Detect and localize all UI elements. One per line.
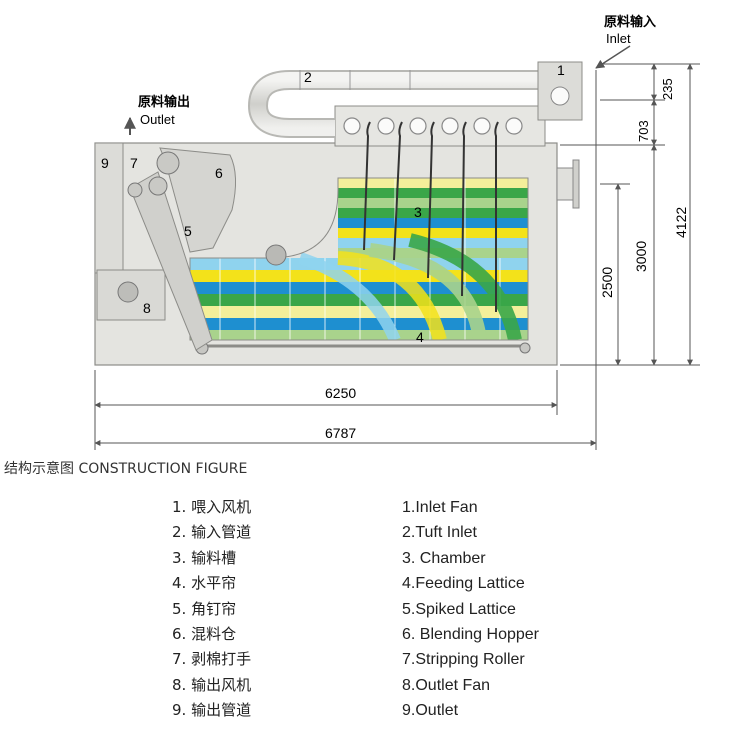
dim-4122: 4122: [673, 207, 689, 238]
legend-en-item: 7.Stripping Roller: [402, 651, 525, 669]
side-flange: [556, 167, 574, 201]
label-2: 2: [304, 69, 312, 85]
chamber-blocks: [190, 178, 528, 340]
lattice-roller-right: [519, 342, 531, 354]
legend-english: 1.Inlet Fan 2.Tuft Inlet 3. Chamber 4.Fe…: [402, 495, 539, 724]
legend-en-item: 2.Tuft Inlet: [402, 524, 477, 542]
label-5: 5: [184, 223, 192, 239]
legend-cn-item: 7. 剥棉打手: [172, 650, 252, 669]
inlet-label-en: Inlet: [606, 31, 631, 46]
label-8: 8: [143, 300, 151, 316]
outlet-label-en: Outlet: [140, 112, 175, 127]
label-3: 3: [414, 204, 422, 220]
legend-en-item: 8.Outlet Fan: [402, 676, 491, 694]
legend-en-item: 3. Chamber: [402, 549, 486, 567]
dim-703: 703: [636, 120, 651, 142]
legend-en-item: 5.Spiked Lattice: [402, 600, 516, 618]
label-7: 7: [130, 155, 138, 171]
dim-6250: 6250: [325, 385, 356, 401]
legend-en-item: 9.Outlet: [402, 702, 459, 720]
legend-cn-item: 4. 水平帘: [172, 574, 237, 593]
legend-cn-item: 6. 混料仓: [172, 624, 237, 643]
legend-cn-item: 8. 输出风机: [172, 675, 252, 694]
inlet-fan-icon: [550, 86, 570, 106]
dim-235: 235: [660, 78, 675, 100]
label-4: 4: [416, 329, 424, 345]
figure-caption: 结构示意图 CONSTRUCTION FIGURE: [4, 461, 248, 477]
hanging-plates: [363, 121, 499, 312]
outlet-label-cn: 原料输出: [138, 94, 190, 109]
legend-cn-item: 1. 喂入风机: [172, 498, 252, 516]
legend-en-item: 6. Blending Hopper: [402, 625, 539, 643]
stripping-roller-small: [127, 182, 143, 198]
stripping-roller: [148, 176, 168, 196]
legend-cn-item: 9. 输出管道: [172, 701, 252, 720]
construction-diagram: 6250 6787 235 703 4122 3000 2500 原料输入 In…: [94, 14, 700, 450]
legend-en-item: 1.Inlet Fan: [402, 499, 478, 516]
dim-3000: 3000: [633, 241, 649, 272]
label-9: 9: [101, 155, 109, 171]
outlet-duct: [94, 142, 124, 274]
blending-hopper: [159, 147, 236, 253]
chamber-roller: [265, 244, 287, 266]
legend-cn-item: 3. 输料槽: [172, 548, 237, 567]
legend-chinese: 1. 喂入风机 2. 输入管道 3. 输料槽 4. 水平帘 5. 角钉帘 6. …: [172, 495, 251, 724]
legend-en-item: 4.Feeding Lattice: [402, 575, 525, 593]
spiked-roller-top: [156, 151, 180, 175]
legend-cn-item: 5. 角钉帘: [172, 599, 237, 618]
inlet-label-cn: 原料输入: [604, 14, 656, 29]
label-1: 1: [557, 62, 565, 78]
header-rollers: [343, 117, 523, 135]
inlet-arrow: [595, 45, 631, 69]
dim-6787: 6787: [325, 425, 356, 441]
dim-2500: 2500: [599, 267, 615, 298]
spiked-lattice: [129, 171, 213, 351]
legend-cn-item: 2. 输入管道: [172, 523, 252, 542]
outlet-fan-icon: [117, 281, 139, 303]
label-6: 6: [215, 165, 223, 181]
